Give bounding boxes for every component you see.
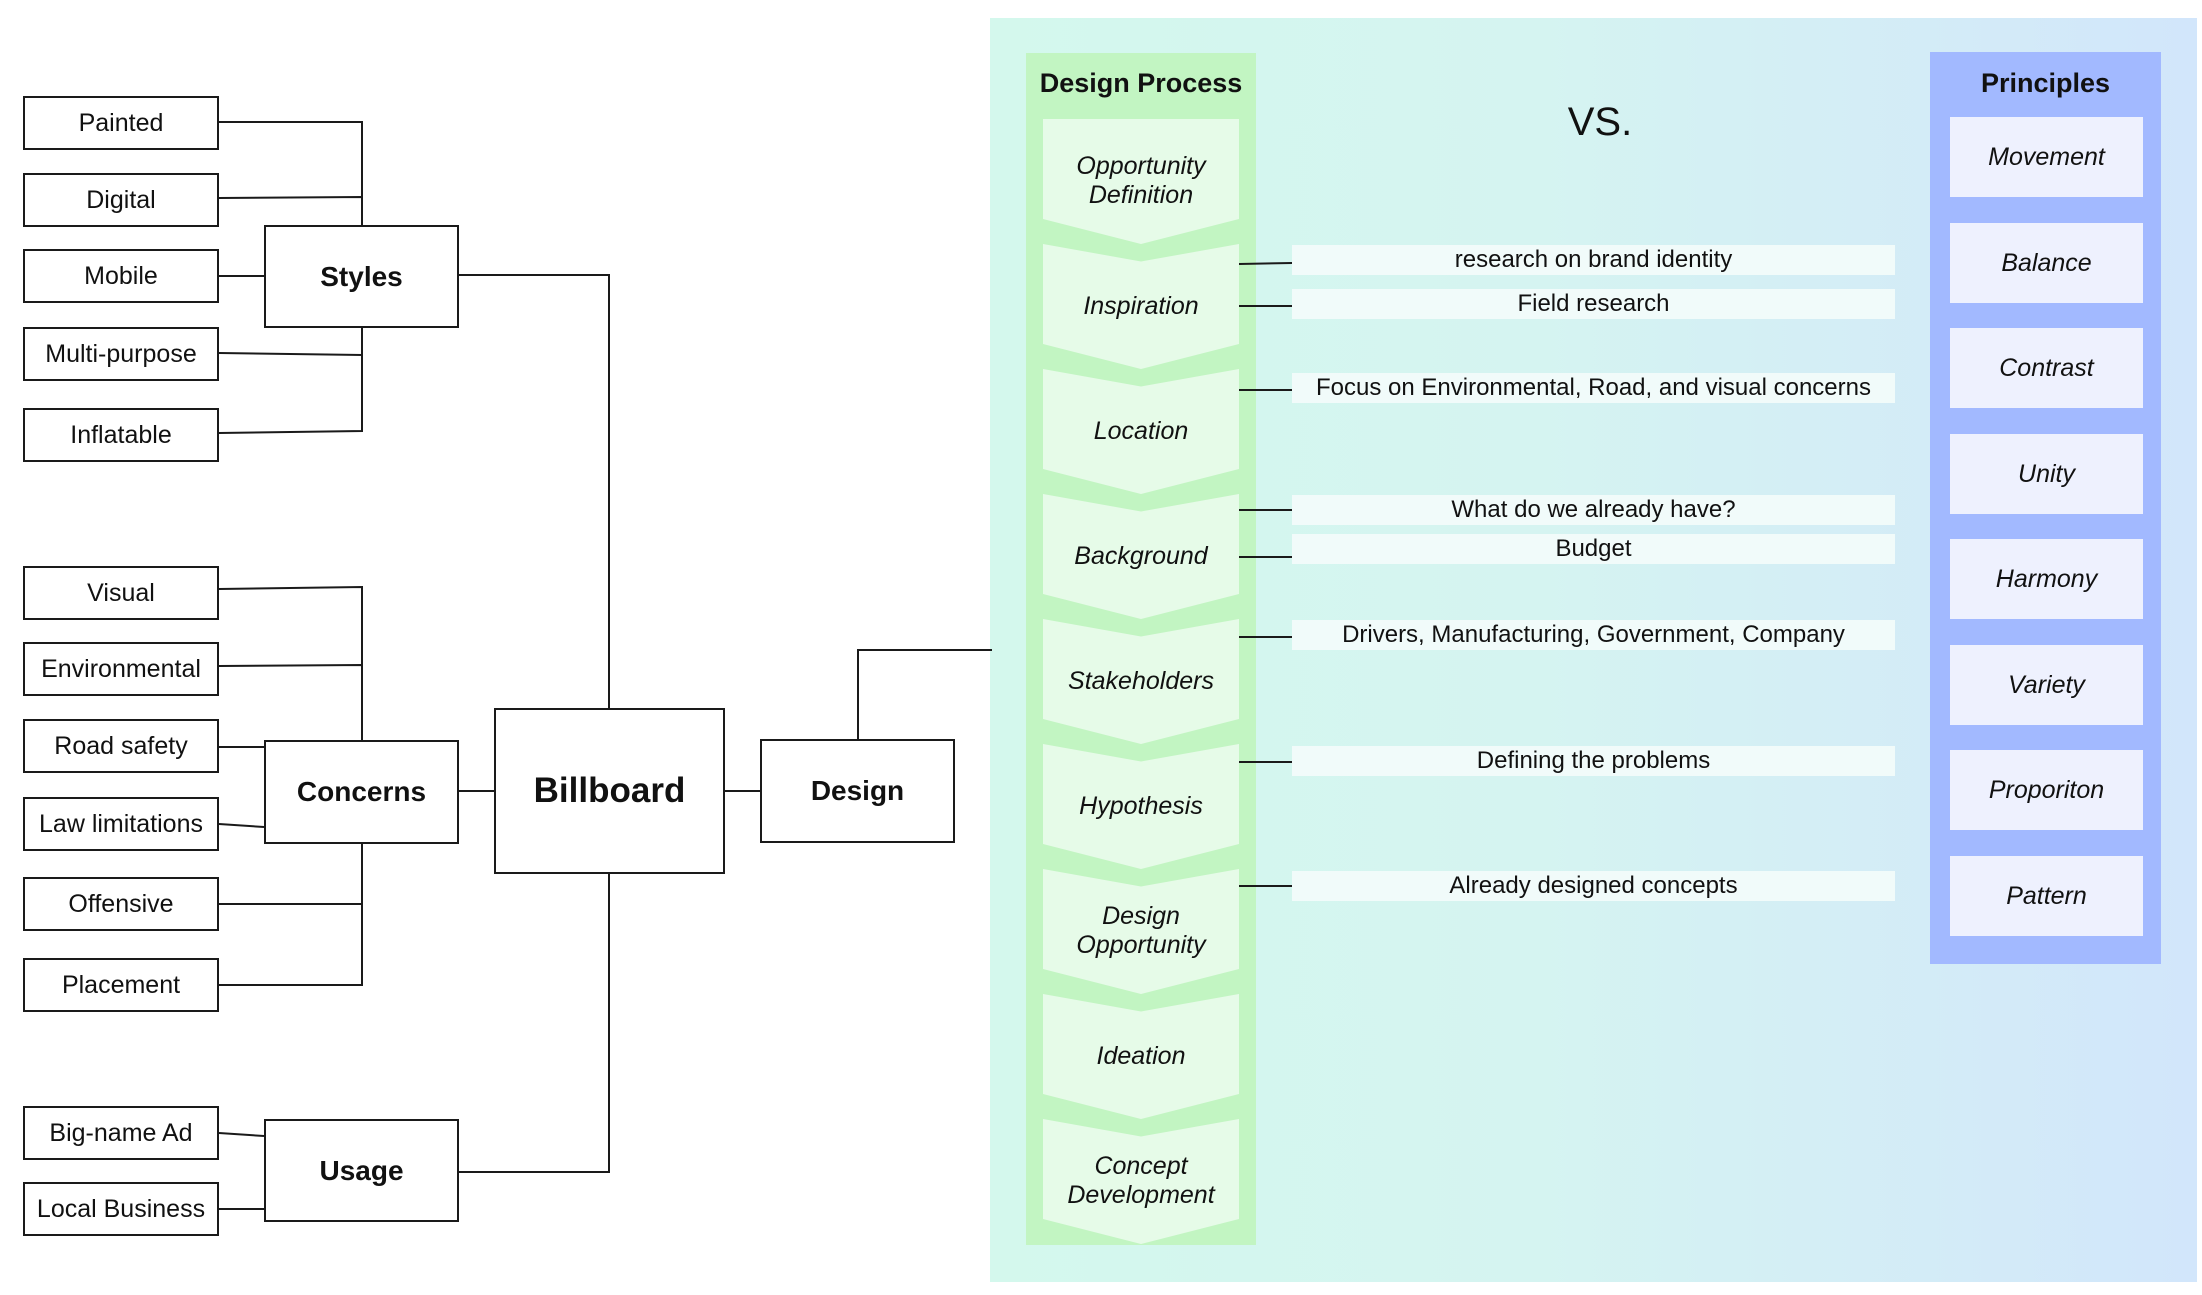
usage-node: Usage [264,1119,459,1222]
principles-title: Principles [1980,68,2111,98]
styles-node: Styles [264,225,459,328]
concern-road-safety: Road safety [23,719,219,773]
principle-variety: Variety [1950,645,2143,725]
step-inspiration: Inspiration [1083,291,1199,320]
note-stakeholders: Drivers, Manufacturing, Government, Comp… [1292,620,1895,650]
process-step-shape [1043,744,1239,869]
concern-offensive: Offensive [23,877,219,931]
concerns-node: Concerns [264,740,459,844]
principle-proporiton: Proporiton [1950,750,2143,830]
concern-placement: Placement [23,958,219,1012]
principle-unity: Unity [1950,434,2143,514]
style-digital: Digital [23,173,219,227]
usage-local-business: Local Business [23,1182,219,1236]
billboard-root-node: Billboard [494,708,725,874]
principle-movement: Movement [1950,117,2143,197]
process-step-shape [1043,244,1239,369]
note-already-have: What do we already have? [1292,495,1895,525]
vs-label: VS. [1567,100,1633,144]
note-brand-identity: research on brand identity [1292,245,1895,275]
principle-harmony: Harmony [1950,539,2143,619]
process-step-shape [1043,1119,1239,1244]
note-defining-problems: Defining the problems [1292,746,1895,776]
style-inflatable: Inflatable [23,408,219,462]
principle-contrast: Contrast [1950,328,2143,408]
step-hypothesis: Hypothesis [1079,791,1203,820]
design-node: Design [760,739,955,843]
principle-pattern: Pattern [1950,856,2143,936]
step-location: Location [1093,416,1189,445]
step-background: Background [1074,541,1208,570]
note-field-research: Field research [1292,289,1895,319]
note-designed-concepts: Already designed concepts [1292,871,1895,901]
concern-law-limitations: Law limitations [23,797,219,851]
concern-environmental: Environmental [23,642,219,696]
process-step-shape [1043,369,1239,494]
process-step-shape [1043,869,1239,994]
note-focus-concerns: Focus on Environmental, Road, and visual… [1292,373,1895,403]
design-process-title: Design Process [1039,68,1243,98]
step-ideation: Ideation [1096,1041,1186,1070]
process-step-shape [1043,619,1239,744]
process-step-shape [1043,119,1239,244]
style-painted: Painted [23,96,219,150]
principle-balance: Balance [1950,223,2143,303]
usage-big-name-ad: Big-name Ad [23,1106,219,1160]
process-step-shape [1043,994,1239,1119]
process-step-shape [1043,494,1239,619]
step-opportunity-definition: Opportunity Definition [1076,152,1206,209]
style-mobile: Mobile [23,249,219,303]
step-concept-development: Concept Development [1067,1152,1215,1209]
note-budget: Budget [1292,534,1895,564]
step-stakeholders: Stakeholders [1068,666,1214,695]
style-multi-purpose: Multi-purpose [23,327,219,381]
concern-visual: Visual [23,566,219,620]
step-design-opportunity: Design Opportunity [1076,902,1206,959]
